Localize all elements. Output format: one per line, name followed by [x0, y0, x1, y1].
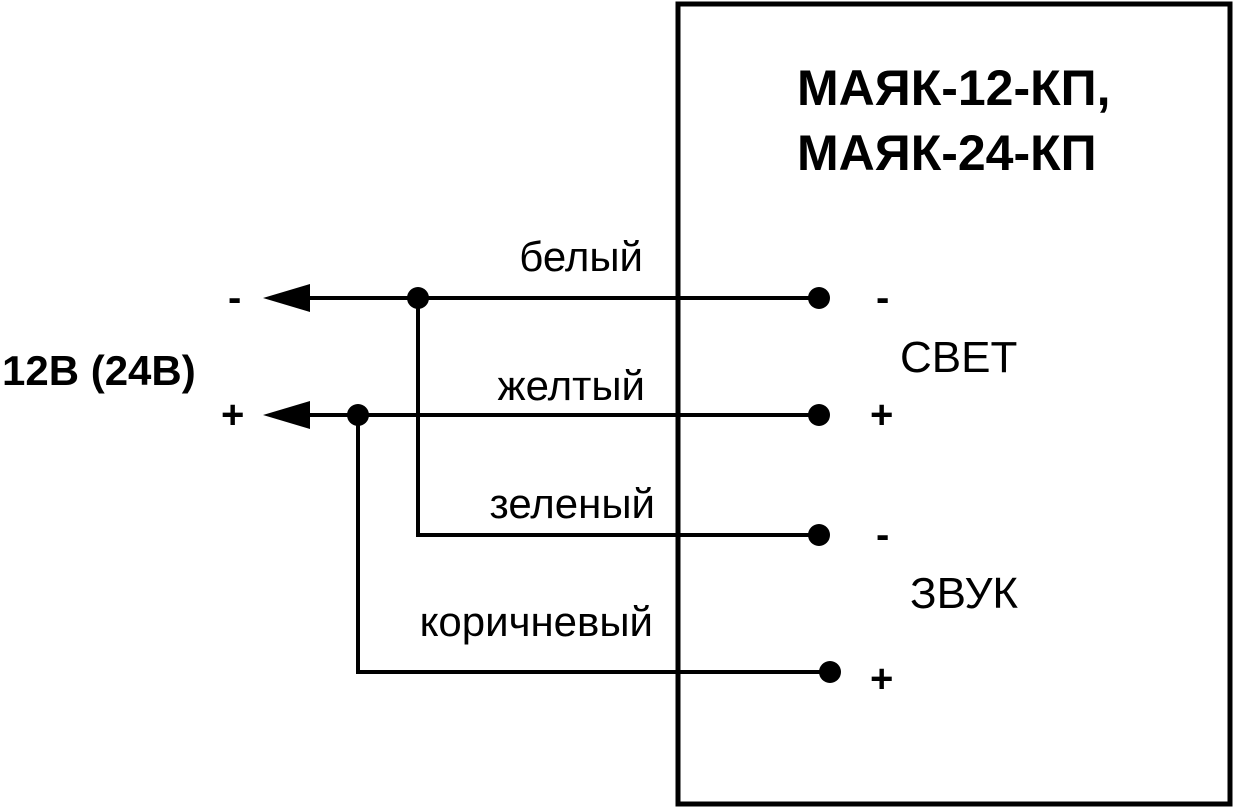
- light-minus-sign: -: [876, 276, 889, 320]
- wire-label-white: белый: [519, 233, 643, 280]
- light-label: СВЕТ: [900, 333, 1017, 382]
- arrow-plus-icon: [263, 401, 310, 429]
- device-title-line2: МАЯК-24-КП: [797, 125, 1097, 181]
- sound-minus-sign: -: [876, 513, 889, 557]
- device-box: [675, 1, 1233, 807]
- arrow-minus-icon: [263, 284, 310, 312]
- wire-label-green: зеленый: [490, 480, 655, 527]
- supply-voltage-label: 12В (24В): [2, 347, 196, 394]
- sound-plus-sign: +: [870, 657, 893, 701]
- wire-green: [416, 298, 820, 537]
- junction-minus: [407, 287, 429, 309]
- terminal-light-plus: [808, 404, 830, 426]
- wire-label-yellow: желтый: [498, 362, 645, 409]
- device-title-line1: МАЯК-12-КП,: [797, 60, 1110, 116]
- wire-brown: [356, 415, 830, 674]
- terminal-light-minus: [808, 287, 830, 309]
- light-plus-sign: +: [870, 393, 893, 437]
- junction-plus: [347, 404, 369, 426]
- terminal-sound-minus: [808, 524, 830, 546]
- terminal-sound-plus: [819, 661, 841, 683]
- supply-minus-sign: -: [228, 276, 241, 320]
- sound-label: ЗВУК: [910, 569, 1018, 618]
- supply-plus-sign: +: [221, 393, 244, 437]
- wire-label-brown: коричневый: [420, 598, 653, 645]
